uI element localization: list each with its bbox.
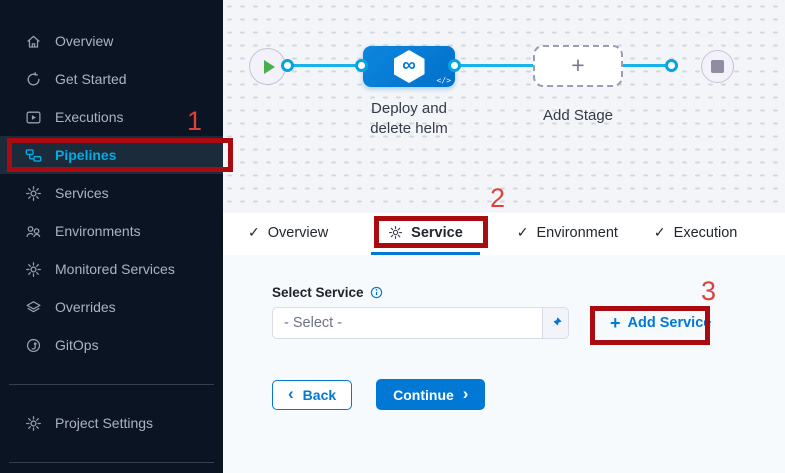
sidebar-item-overview[interactable]: Overview (0, 22, 223, 60)
pipeline-start-node[interactable] (249, 48, 286, 85)
sidebar-item-label: Executions (55, 109, 124, 125)
stage-tabbar: ✓ Overview Service ✓ Environment ✓ Execu… (223, 213, 785, 255)
pin-icon (549, 316, 563, 330)
service-select-group: - Select - (272, 307, 569, 339)
sidebar-item-monitored-services[interactable]: Monitored Services (0, 250, 223, 288)
play-icon (263, 59, 275, 74)
pipeline-canvas[interactable]: ∞ </> + Deploy and delete helm Add Stage (223, 0, 785, 213)
plus-icon: + (571, 51, 585, 78)
check-icon: ✓ (248, 224, 260, 240)
sidebar-item-label: GitOps (55, 337, 99, 353)
pipeline-end-node[interactable] (701, 50, 734, 83)
tab-label: Environment (536, 224, 618, 241)
gitops-icon (25, 337, 42, 354)
continue-button-label: Continue (393, 386, 454, 403)
sidebar-item-label: Pipelines (55, 147, 117, 163)
sidebar-nav: Overview Get Started Executions Pipeline… (0, 0, 223, 473)
services-icon (25, 185, 42, 202)
stage-node-deploy[interactable]: ∞ </> (363, 46, 455, 87)
select-placeholder: - Select - (284, 315, 343, 331)
tab-label: Overview (267, 224, 329, 241)
gear-icon (388, 225, 403, 240)
chevron-left-icon: ‹ (288, 384, 294, 403)
sidebar-item-gitops[interactable]: GitOps (0, 326, 223, 364)
stop-icon (711, 60, 724, 73)
sidebar-item-environments[interactable]: Environments (0, 212, 223, 250)
home-icon (25, 33, 42, 50)
sidebar-item-label: Monitored Services (55, 261, 175, 277)
main-panel: ∞ </> + Deploy and delete helm Add Stage… (223, 0, 785, 473)
select-service-label: Select Service (272, 285, 364, 300)
tab-execution[interactable]: ✓ Execution (637, 213, 754, 255)
sidebar-item-services[interactable]: Services (0, 174, 223, 212)
tab-service[interactable]: Service (371, 213, 480, 255)
sidebar-divider (9, 384, 214, 385)
sidebar-item-label: Overview (55, 33, 114, 49)
connector-ring[interactable] (665, 59, 678, 72)
sidebar-divider (9, 462, 214, 463)
back-button-label: Back (302, 386, 337, 403)
sidebar-item-label: Project Settings (55, 415, 154, 431)
tab-label: Service (411, 224, 463, 241)
connector-ring[interactable] (448, 59, 461, 72)
environments-icon (25, 223, 42, 240)
add-service-label: Add Service (627, 315, 712, 331)
sidebar-item-project-settings[interactable]: Project Settings (0, 404, 223, 442)
gear-icon (25, 415, 42, 432)
executions-icon (25, 109, 42, 126)
continue-button[interactable]: Continue › (376, 379, 486, 410)
pipeline-connector-line (285, 64, 678, 67)
sidebar-item-pipelines[interactable]: Pipelines (0, 136, 223, 174)
chevron-right-icon: › (462, 384, 469, 403)
pipelines-icon (25, 147, 42, 164)
stage-node-label: Deploy and delete helm (370, 100, 448, 137)
add-stage-node[interactable]: + (533, 45, 623, 87)
add-stage-label: Add Stage (542, 107, 614, 124)
sidebar-item-get-started[interactable]: Get Started (0, 60, 223, 98)
infinity-icon: ∞ (402, 55, 416, 76)
cd-hexagon-icon: ∞ (393, 50, 425, 83)
sidebar-item-label: Environments (55, 223, 141, 239)
monitored-services-icon (25, 261, 42, 278)
sidebar-item-executions[interactable]: Executions (0, 98, 223, 136)
check-icon: ✓ (653, 224, 666, 240)
sidebar-item-label: Services (55, 185, 109, 201)
connector-ring[interactable] (355, 59, 368, 72)
tab-overview[interactable]: ✓ Overview (231, 213, 345, 255)
service-tab-content: Select Service - Select - + Add Service (223, 255, 785, 473)
connector-ring[interactable] (281, 59, 294, 72)
code-icon: </> (436, 76, 451, 85)
check-icon: ✓ (516, 224, 529, 240)
overrides-icon (25, 299, 42, 316)
tab-environment[interactable]: ✓ Environment (500, 213, 635, 255)
plus-icon: + (610, 312, 621, 333)
back-button[interactable]: ‹ Back (272, 379, 353, 410)
sidebar-item-label: Get Started (55, 71, 127, 87)
pin-button[interactable] (542, 307, 569, 339)
info-icon[interactable] (370, 286, 383, 299)
tab-label: Execution (673, 224, 738, 241)
get-started-icon (25, 71, 42, 88)
add-service-link[interactable]: + Add Service (610, 312, 712, 333)
sidebar-item-label: Overrides (55, 299, 116, 315)
service-select-dropdown[interactable]: - Select - (272, 307, 542, 339)
sidebar-item-overrides[interactable]: Overrides (0, 288, 223, 326)
